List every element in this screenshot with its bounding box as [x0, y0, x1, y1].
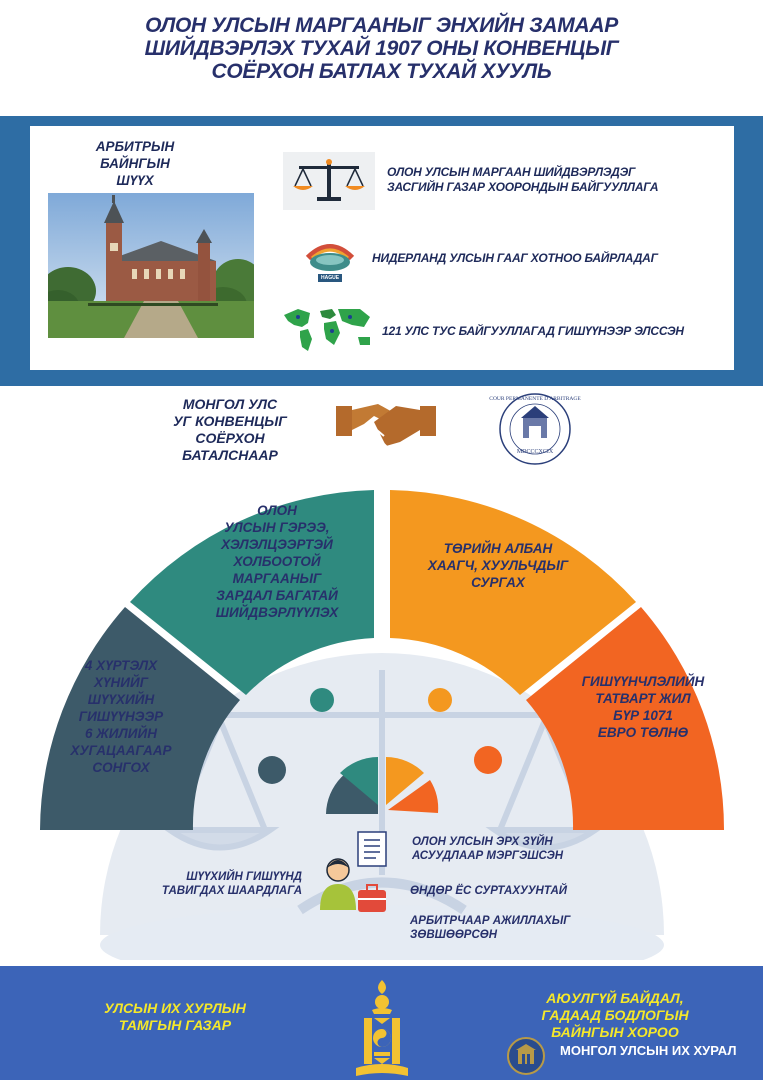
title-line-2: ШИЙДВЭРЛЭХ ТУХАЙ 1907 ОНЫ КОНВЕНЦЫГ [144, 37, 619, 60]
requirement-3: АРБИТРЧААР АЖИЛЛАХЫГ ЗӨВШӨӨРСӨН [410, 915, 571, 941]
mongolia-ratify-heading: МОНГОЛ УЛС УГ КОНВЕНЦЫГ СОЁРХОН БАТАЛСНА… [173, 396, 287, 463]
court-fact-1: ОЛОН УЛСЫН МАРГААН ШИЙДВЭРЛЭДЭГ ЗАСГИЙН … [387, 165, 659, 194]
scales-of-justice-icon [283, 152, 375, 210]
handshake-icon [334, 400, 438, 456]
footer-committee: АЮУЛГҮЙ БАЙДАЛ, ГАДААД БОДЛОГЫН БАЙНГЫН … [541, 990, 689, 1040]
peace-palace-photo [48, 193, 254, 338]
title-line-3: СОЁРХОН БАТЛАХ ТУХАЙ ХУУЛЬ [211, 60, 552, 83]
convention-benefits-fan [0, 455, 763, 985]
title-line-1: ОЛОН УЛСЫН МАРГААНЫГ ЭНХИЙН ЗАМААР [145, 14, 618, 37]
candidate-profile-icon [318, 828, 408, 918]
parliament-logo-icon [506, 1036, 546, 1076]
requirement-2: ӨНДӨР ЁС СУРТАХУУНТАЙ [410, 885, 568, 897]
hague-logo-icon: HAGUE [302, 238, 358, 286]
requirement-1: ОЛОН УЛСЫН ЭРХ ЗҮЙН АСУУДЛААР МЭРГЭШСЭН [412, 836, 564, 862]
soyombo-emblem-icon [354, 976, 410, 1080]
requirements-label: ШҮҮХИЙН ГИШҮҮНД ТАВИГДАХ ШААРДЛАГА [161, 871, 302, 897]
parliament-brand-name: МОНГОЛ УЛСЫН ИХ ХУРАЛ [560, 1043, 737, 1058]
court-fact-3: 121 УЛС ТУС БАЙГУУЛЛАГАД ГИШҮҮНЭЭР ЭЛССЭ… [382, 324, 684, 338]
court-title: АРБИТРЫН БАЙНГЫН ШҮҮХ [95, 139, 175, 188]
page-title: ОЛОН УЛСЫН МАРГААНЫГ ЭНХИЙН ЗАМААР ШИЙДВ… [0, 14, 763, 83]
court-fact-2: НИДЕРЛАНД УЛСЫН ГААГ ХОТНОО БАЙРЛАДАГ [372, 251, 658, 265]
pca-seal-icon: COUR PERMANENTE D'ARBITRAGE MDCCCXCIX [487, 392, 583, 466]
footer-secretariat: УЛСЫН ИХ ХУРЛЫН ТАМГЫН ГАЗАР [104, 1000, 246, 1033]
world-map-icon [280, 303, 376, 355]
